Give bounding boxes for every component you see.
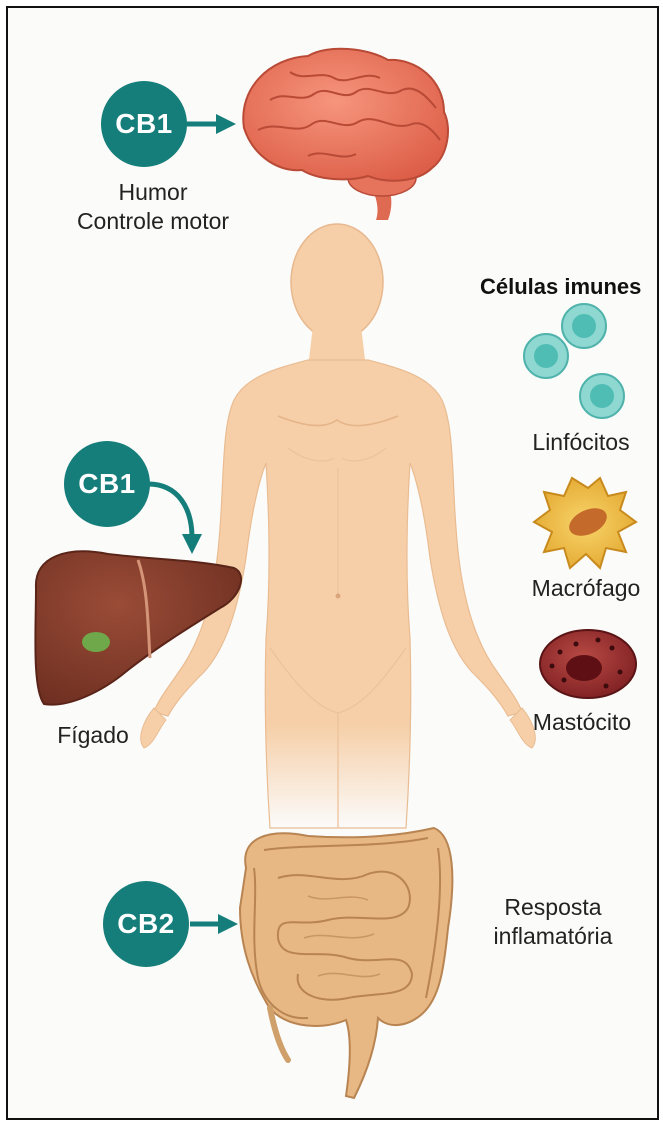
intestine-label-line2: inflamatória [478,922,628,951]
brain-label: Humor Controle motor [48,178,258,236]
arrow-brain [184,114,236,134]
diagram-frame: CB1 CB1 CB2 Humor Controle motor Fígado … [6,6,659,1120]
immune-cells-heading: Células imunes [480,274,641,300]
macrophage-label: Macrófago [516,574,656,603]
brain-illustration [243,49,448,220]
lymphocytes-illustration [524,304,624,418]
brain-label-line2: Controle motor [48,207,258,236]
cb1-brain-badge: CB1 [101,81,187,167]
cb1-liver-badge: CB1 [64,441,150,527]
macrophage-illustration [534,478,636,568]
liver-label: Fígado [38,721,148,750]
cb2-intestine-badge: CB2 [103,881,189,967]
mast-cell-illustration [540,630,636,698]
brain-label-line1: Humor [48,178,258,207]
arrow-intestine [190,914,238,934]
intestine-illustration [240,828,452,1098]
mast-cell-label: Mastócito [512,708,652,737]
intestine-label: Resposta inflamatória [478,893,628,951]
illustration [8,8,657,1118]
human-body [141,224,536,828]
lymphocytes-label: Linfócitos [516,428,646,457]
arrow-liver [148,484,202,554]
intestine-label-line1: Resposta [478,893,628,922]
